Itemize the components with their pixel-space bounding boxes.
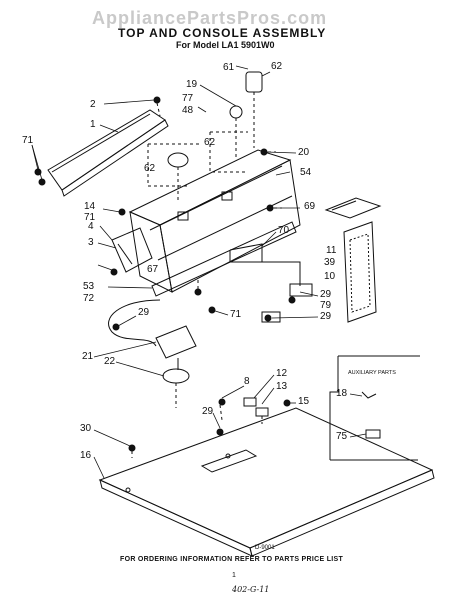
- handwritten-code: 402-G-11: [232, 585, 270, 594]
- part-10-lint-housing: [343, 221, 377, 323]
- callout-leaders: [31, 65, 367, 479]
- callout-77: 77: [182, 93, 194, 104]
- callout-22: 22: [104, 356, 116, 367]
- callout-71a: 71: [22, 135, 34, 146]
- callout-13: 13: [276, 381, 288, 392]
- aux-parts-box: [329, 355, 420, 461]
- part-61-timer-assembly: [209, 71, 263, 173]
- callout-54: 54: [300, 167, 312, 178]
- callout-3: 3: [88, 237, 94, 248]
- callout-29b: 29: [320, 289, 332, 300]
- part-54-console-body: [128, 149, 301, 293]
- part-1-side-panel: [47, 109, 169, 197]
- part-62-knob: [147, 143, 200, 200]
- callout-67: 67: [147, 264, 159, 275]
- page-number: 1: [232, 572, 236, 579]
- callout-4: 4: [88, 221, 94, 232]
- diagram-title: TOP AND CONSOLE ASSEMBLY: [118, 26, 327, 40]
- callout-61: 61: [223, 62, 235, 73]
- callout-30: 30: [80, 423, 92, 434]
- callout-69: 69: [304, 201, 316, 212]
- callout-72: 72: [83, 293, 95, 304]
- part-53-console-strip: [151, 221, 297, 297]
- callout-19: 19: [186, 79, 198, 90]
- callout-62b: 62: [204, 137, 216, 148]
- callout-11: 11: [326, 245, 337, 256]
- part-39-switch: [261, 283, 313, 323]
- callout-70: 70: [278, 225, 290, 236]
- part-12-switch-parts: [243, 397, 269, 424]
- part-11-lint-screen: [324, 197, 382, 219]
- screw-leader-lines: [131, 102, 282, 458]
- part-21-switch-bracket: [155, 325, 197, 370]
- part-16-top-panel: [98, 407, 435, 557]
- callout-29d: 29: [202, 406, 214, 417]
- ordering-note: FOR ORDERING INFORMATION REFER TO PARTS …: [120, 556, 344, 563]
- part-72-wire-harness: [108, 299, 161, 347]
- callout-71c: 71: [230, 309, 242, 320]
- callout-21: 21: [82, 351, 94, 362]
- callout-10: 10: [324, 271, 336, 282]
- callout-53: 53: [83, 281, 95, 292]
- part-70-bracket: [229, 243, 301, 286]
- part-22-sensor: [162, 368, 190, 408]
- part-4-end-cap: [111, 227, 153, 273]
- callout-20: 20: [298, 147, 310, 158]
- callout-15: 15: [298, 396, 310, 407]
- callout-62a: 62: [271, 61, 283, 72]
- callout-75: 75: [336, 431, 348, 442]
- callout-18: 18: [336, 388, 348, 399]
- callout-12: 12: [276, 368, 288, 379]
- callout-39: 39: [324, 257, 336, 268]
- callout-16: 16: [80, 450, 92, 461]
- callout-1: 1: [90, 119, 96, 130]
- callout-29c: 29: [320, 311, 332, 322]
- callout-29a: 29: [138, 307, 150, 318]
- callout-2: 2: [90, 99, 96, 110]
- model-subtitle: For Model LA1 5901W0: [176, 40, 275, 50]
- callout-48: 48: [182, 105, 194, 116]
- aux-parts-title: AUXILIARY PARTS: [348, 370, 396, 376]
- callout-14: 14: [84, 201, 96, 212]
- diagram-code: D-9001: [255, 545, 275, 551]
- callout-8: 8: [244, 376, 250, 387]
- callout-79: 79: [320, 300, 332, 311]
- callout-62c: 62: [144, 163, 156, 174]
- watermark: AppliancePartsPros.com: [92, 8, 328, 28]
- callout-71b: 71: [84, 212, 96, 223]
